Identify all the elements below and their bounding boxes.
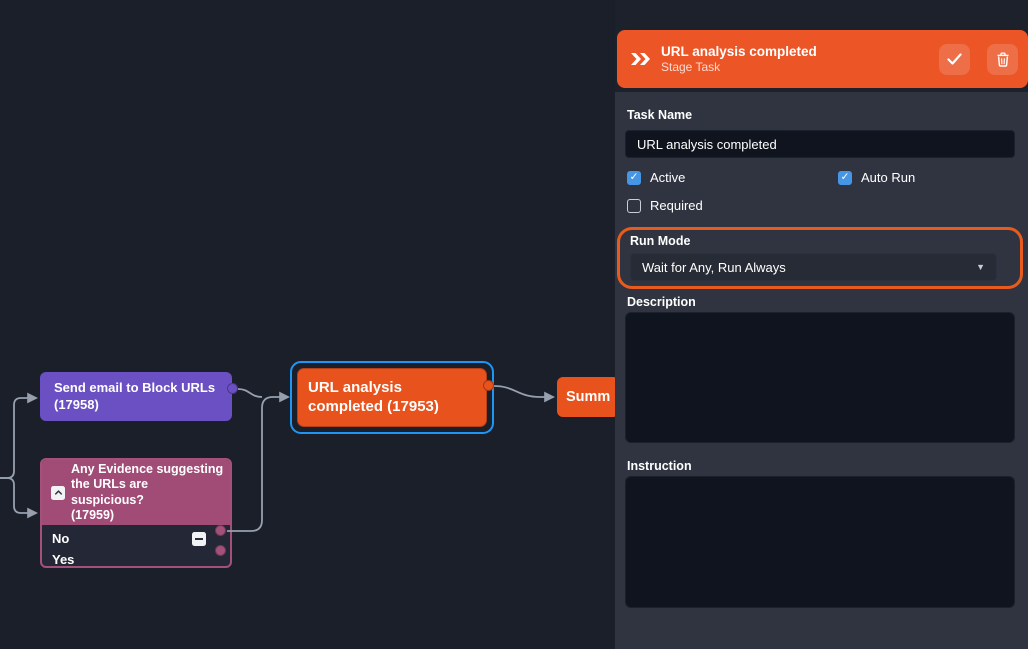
port-question-no-output[interactable] xyxy=(215,525,226,536)
node-url-analysis-selection-ring: URL analysis completed (17953) xyxy=(290,361,494,434)
port-send-email-output[interactable] xyxy=(227,383,238,394)
option-yes-label: Yes xyxy=(52,552,75,567)
node-url-analysis[interactable]: URL analysis completed (17953) xyxy=(297,368,487,427)
task-name-label: Task Name xyxy=(627,108,693,122)
question-option-yes[interactable]: Yes xyxy=(42,549,230,567)
task-name-input[interactable] xyxy=(625,130,1015,158)
required-checkbox[interactable]: Required xyxy=(627,198,703,213)
auto-run-checkbox-label: Auto Run xyxy=(861,170,916,185)
edge-into-send-email xyxy=(0,392,38,479)
required-checkbox-box[interactable] xyxy=(627,198,641,213)
auto-run-checkbox[interactable]: Auto Run xyxy=(838,170,915,185)
active-checkbox-label: Active xyxy=(650,170,686,185)
run-mode-label: Run Mode xyxy=(630,234,691,248)
edge-no-to-url-analysis xyxy=(227,391,290,532)
auto-run-checkbox-box[interactable] xyxy=(838,170,852,185)
run-mode-selected-value: Wait for Any, Run Always xyxy=(642,259,786,275)
active-checkbox[interactable]: Active xyxy=(627,170,685,185)
confirm-button[interactable] xyxy=(939,43,970,75)
minus-icon[interactable] xyxy=(192,531,206,546)
port-url-analysis-output[interactable] xyxy=(483,380,494,391)
edge-send-email-to-url-analysis xyxy=(237,388,263,398)
node-send-email-line1: Send email to Block URLs xyxy=(54,380,216,396)
instruction-textarea[interactable] xyxy=(625,476,1015,608)
description-textarea[interactable] xyxy=(625,312,1015,443)
node-summary-label: Summ xyxy=(566,389,611,405)
active-checkbox-box[interactable] xyxy=(627,170,641,185)
task-panel-header: URL analysis completed Stage Task xyxy=(617,30,1028,88)
instruction-label: Instruction xyxy=(627,459,692,473)
question-header: Any Evidence suggesting the URLs are sus… xyxy=(42,460,230,525)
node-question[interactable]: Any Evidence suggesting the URLs are sus… xyxy=(40,458,232,568)
question-option-no[interactable]: No xyxy=(42,528,230,549)
stage-task-icon xyxy=(631,53,650,65)
run-mode-select[interactable]: Wait for Any, Run Always ▼ xyxy=(630,253,997,281)
node-send-email-line2: (17958) xyxy=(54,396,99,412)
edge-into-question xyxy=(0,477,38,519)
option-no-label: No xyxy=(52,531,70,546)
panel-title: URL analysis completed xyxy=(661,44,817,59)
edge-url-analysis-to-summary xyxy=(493,385,555,403)
delete-button[interactable] xyxy=(987,43,1018,75)
collapse-icon[interactable] xyxy=(51,485,65,500)
description-label: Description xyxy=(627,295,696,309)
chevron-down-icon: ▼ xyxy=(976,262,985,272)
node-url-analysis-line1: URL analysis xyxy=(308,378,402,396)
question-title: Any Evidence suggesting the URLs are sus… xyxy=(71,462,224,522)
question-options: No Yes xyxy=(42,525,230,567)
trash-icon xyxy=(997,51,1008,67)
node-summary[interactable]: Summ xyxy=(557,377,619,417)
node-url-analysis-line2: completed (17953) xyxy=(308,397,439,415)
task-detail-panel: URL analysis completed Stage Task Task N… xyxy=(615,0,1028,649)
required-checkbox-label: Required xyxy=(650,198,703,213)
panel-subtitle: Stage Task xyxy=(661,60,721,74)
port-question-yes-output[interactable] xyxy=(215,545,226,556)
node-send-email[interactable]: Send email to Block URLs (17958) xyxy=(40,372,232,421)
check-icon xyxy=(947,53,962,65)
